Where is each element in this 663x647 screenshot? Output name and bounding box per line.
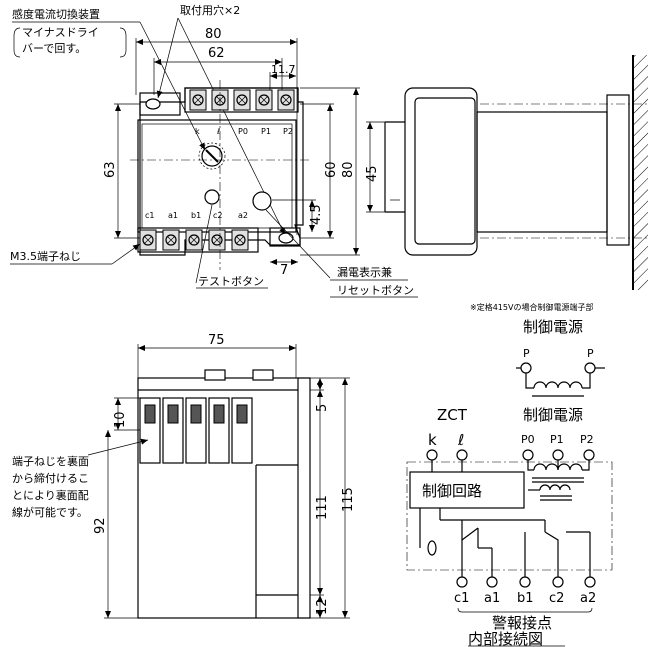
dim-bottom-gap: 12: [315, 598, 330, 615]
control-power-label-top: 制御電源: [523, 318, 583, 336]
bottom-view: 75 端子ねじを裏面 から締付けるこ とにより裏面配 線が可能です。 1: [12, 333, 356, 619]
terminal-label-c1: c1: [145, 211, 155, 220]
side-view: 45: [365, 55, 650, 290]
dim-depth: 45: [365, 165, 380, 182]
alarm-terminal-c1: c1: [454, 591, 469, 606]
dim-terminal: 10: [113, 411, 128, 428]
test-button-label: テストボタン: [198, 275, 264, 288]
zct-terminal-k: k: [428, 431, 437, 449]
dim-height-mid: 60: [324, 161, 339, 178]
bottom-terminal-columns: [139, 397, 253, 464]
terminal-label-l: ℓ: [216, 127, 220, 136]
zct-terminal-l: ℓ: [457, 431, 464, 449]
sens-note-line1: マイナスドライ: [22, 26, 99, 39]
dim-total-height: 115: [341, 487, 356, 512]
alarm-terminal-b1: b1: [517, 591, 534, 606]
control-power-label: 制御電源: [523, 406, 583, 424]
control-circuit-box: [409, 471, 525, 509]
sensitivity-dial-icon[interactable]: [198, 142, 226, 170]
dim-button-offset: 4.5: [309, 204, 324, 225]
zct-label: ZCT: [437, 406, 468, 424]
terminal-screw-label: M3.5端子ねじ: [10, 250, 81, 263]
alarm-terminal-a2: a2: [580, 591, 596, 606]
terminal-label-c2: c2: [213, 211, 223, 220]
rear-note-line4: 線が可能です。: [12, 505, 88, 519]
dim-bottom-width: 75: [208, 333, 225, 348]
terminal-label-p2: P2: [283, 127, 293, 136]
terminal-label-k: k: [195, 127, 200, 136]
terminal-label-p1: P1: [261, 127, 271, 136]
terminal-label-p0: P0: [238, 127, 248, 136]
leak-indicator-label: 漏電表示兼: [337, 265, 392, 279]
power-terminal-p-right: P: [587, 347, 594, 360]
dim-pitch: 11.7: [271, 63, 296, 76]
dim-body-height: 111: [315, 495, 330, 520]
test-button[interactable]: [204, 189, 220, 205]
power-terminal-p0: P0: [521, 433, 535, 446]
power-terminal-p1: P1: [550, 433, 564, 446]
control-circuit-label: 制御回路: [422, 482, 482, 500]
terminal-label-b1: b1: [191, 211, 201, 220]
power-terminal-p-left: P: [523, 347, 530, 360]
terminal-label-a2: a2: [238, 211, 248, 220]
rear-note-line2: から締付けるこ: [12, 471, 89, 485]
dim-top-gap: 5: [315, 404, 330, 412]
alarm-contact-label: 警報接点: [492, 614, 552, 632]
reset-button-label: リセットボタン: [337, 284, 414, 297]
alarm-terminal-a1: a1: [484, 591, 500, 606]
power-terminal-p2: P2: [580, 433, 594, 446]
mount-hole-label: 取付用穴×2: [180, 3, 240, 17]
alarm-terminal-c2: c2: [549, 591, 564, 606]
bottom-terminal-block: [137, 227, 259, 253]
reset-button[interactable]: [252, 191, 272, 211]
terminal-label-a1: a1: [168, 211, 178, 220]
rear-note-line3: とにより裏面配: [12, 488, 89, 502]
rear-note-line1: 端子ねじを裏面: [12, 454, 89, 468]
sens-note-line2: バーで回す。: [22, 42, 86, 55]
schematic-note: ※定格415Vの場合制御電源端子部: [470, 302, 593, 312]
internal-connection-diagram: ※定格415Vの場合制御電源端子部 制御電源 P P 制御電源 ZCT k ℓ …: [406, 302, 613, 647]
sens-switch-label: 感度電流切換装置: [12, 7, 100, 21]
front-view: 感度電流切換装置 マイナスドライ バーで回す。 取付用穴×2 80 62 11.…: [10, 3, 418, 298]
schematic-title: 内部接続図: [468, 630, 543, 647]
dim-bottom: 7: [280, 263, 288, 278]
dim-height-left: 63: [103, 161, 118, 178]
dim-height-right: 80: [341, 161, 356, 178]
dim-width-inner: 62: [208, 46, 225, 61]
top-terminal-block: [184, 87, 299, 113]
dim-left-height: 92: [93, 517, 108, 534]
dim-width-outer: 80: [205, 27, 222, 42]
